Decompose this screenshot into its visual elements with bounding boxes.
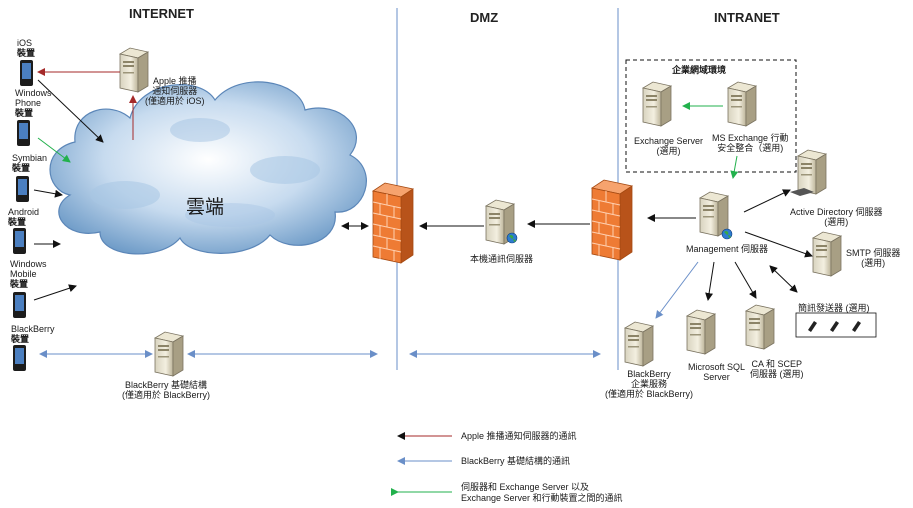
windows-phone-device-icon xyxy=(17,120,30,146)
enterprise-environment-label: 企業網域環境 xyxy=(672,65,727,75)
zone-internet-label: INTERNET xyxy=(129,6,194,21)
zone-intranet-label: INTRANET xyxy=(714,10,780,25)
smtp-server-icon xyxy=(812,231,842,277)
cloud-label: 雲端 xyxy=(186,197,225,218)
ms-exchange-mobile-label: MS Exchange 行動安全整合（選用) xyxy=(712,133,789,153)
enterprise-domain-box xyxy=(625,59,797,173)
legend-apple-text: Apple 推播通知伺服器的通訊 xyxy=(461,431,577,441)
legend-blackberry-text: BlackBerry 基礎結構的通訊 xyxy=(461,456,571,466)
cloud-shape xyxy=(49,81,367,255)
exchange-server-icon xyxy=(642,81,672,127)
sms-sender-icon xyxy=(795,312,877,338)
exchange-server-label: Exchange Server(選用) xyxy=(634,136,704,156)
blackberry-device-icon xyxy=(13,345,26,371)
windows-mobile-device-icon xyxy=(13,292,26,318)
active-directory-server-icon xyxy=(797,149,827,195)
active-directory-label: Active Directory 伺服器(選用) xyxy=(790,207,883,227)
local-relay-label: 本機通訊伺服器 xyxy=(470,254,534,264)
firewall-right-icon xyxy=(591,179,633,261)
management-server-icon xyxy=(699,191,729,237)
blackberry-infrastructure-server-icon xyxy=(154,331,184,377)
apple-push-server-icon xyxy=(119,47,149,93)
apple-server-label: Apple 推播通知伺服器(僅適用於 iOS) xyxy=(145,76,205,106)
sql-server-icon xyxy=(686,309,716,355)
firewall-left-icon xyxy=(372,182,414,264)
android-device-icon xyxy=(13,228,26,254)
ms-exchange-mobile-server-icon xyxy=(727,81,757,127)
blackberry-infrastructure-label: BlackBerry 基礎結構(僅適用於 BlackBerry) xyxy=(122,380,211,400)
ca-scep-server-icon xyxy=(745,304,775,350)
blackberry-enterprise-server-icon xyxy=(624,321,654,367)
zone-dmz-label: DMZ xyxy=(470,10,499,25)
smtp-server-label: SMTP 伺服器(選用) xyxy=(846,248,901,268)
ios-device-icon xyxy=(20,60,33,86)
management-server-label: Management 伺服器 xyxy=(686,244,769,254)
symbian-device-icon xyxy=(16,176,29,202)
sms-sender-label: 簡訊發送器 (選用) xyxy=(798,303,870,313)
